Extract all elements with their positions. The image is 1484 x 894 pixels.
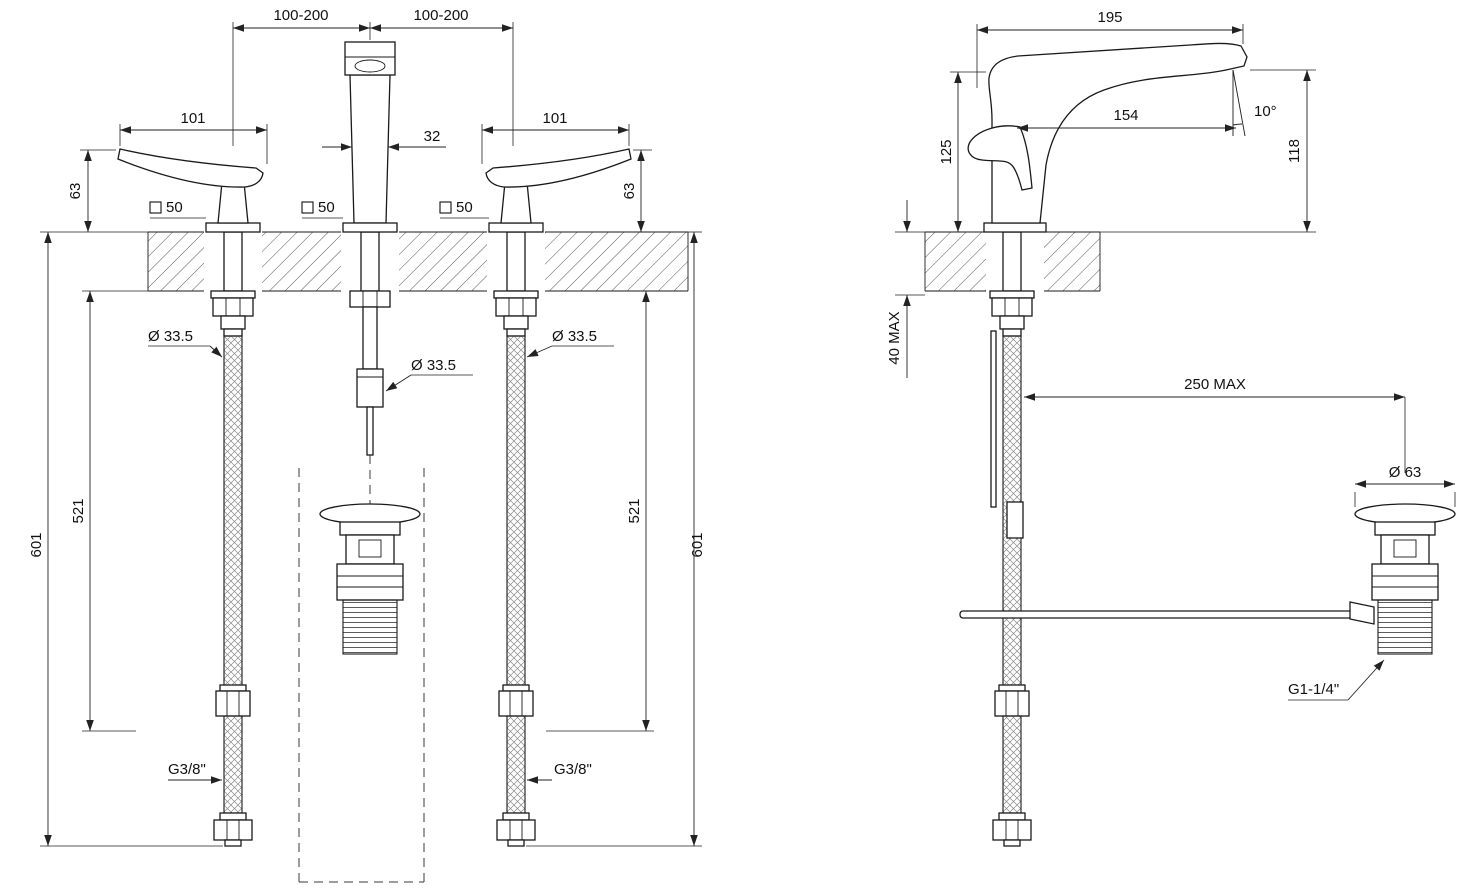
front-view: 100-200 100-200 101 101 32 63 63 50 <box>28 7 706 883</box>
dim-spacing-left: 100-200 <box>273 7 328 24</box>
dim-rod-reach: 250 MAX <box>1184 376 1246 393</box>
dim-spout-reach: 195 <box>1097 9 1122 26</box>
dim-shank-dia-right: Ø 33.5 <box>552 328 597 345</box>
dim-hose-length-left: 521 <box>70 498 87 523</box>
dim-hose-thread-left: G3/8" <box>168 761 206 778</box>
dim-handle-width-right: 101 <box>542 110 567 127</box>
popup-waste-side <box>1354 503 1456 655</box>
square-symbol <box>149 201 162 214</box>
faucet-side <box>967 42 1248 233</box>
dim-hose-thread-right: G3/8" <box>554 761 592 778</box>
dim-waste-thread: G1-1/4" <box>1288 681 1339 698</box>
popup-linkage-side <box>959 330 1375 625</box>
right-supply-hose <box>493 231 539 847</box>
dim-hose-length-right: 521 <box>626 498 643 523</box>
supply-hose-side <box>989 231 1035 847</box>
popup-waste-front <box>319 503 421 655</box>
dim-base-square-right: 50 <box>456 199 473 216</box>
dim-spacing-right: 100-200 <box>413 7 468 24</box>
dim-overall-left: 601 <box>28 532 45 557</box>
dimensions-front: 100-200 100-200 101 101 32 63 63 50 <box>28 7 706 847</box>
dim-deck-thickness: 40 MAX <box>886 311 903 364</box>
dim-waste-dia: Ø 63 <box>1389 464 1422 481</box>
dim-outlet-height: 118 <box>1286 139 1303 163</box>
handle-side <box>967 125 1033 191</box>
dim-base-square-left: 50 <box>166 199 183 216</box>
dim-outlet-projection: 154 <box>1113 107 1138 124</box>
dim-body-height: 125 <box>938 139 955 164</box>
dim-shank-dia-center: Ø 33.5 <box>411 357 456 374</box>
right-handle <box>485 148 632 233</box>
square-symbol <box>301 201 314 214</box>
dim-handle-height-right: 63 <box>621 183 638 200</box>
dim-outlet-angle: 10° <box>1254 103 1277 120</box>
left-supply-hose <box>210 231 256 847</box>
dim-spout-width: 32 <box>424 128 441 145</box>
side-view: 195 154 10° 125 118 40 MAX <box>886 9 1456 847</box>
dim-handle-width-left: 101 <box>180 110 205 127</box>
dim-base-square-center: 50 <box>318 199 335 216</box>
dim-handle-height-left: 63 <box>67 183 84 200</box>
spout-front <box>342 41 398 233</box>
dim-shank-dia-left: Ø 33.5 <box>148 328 193 345</box>
left-handle <box>117 148 264 233</box>
dim-overall-right: 601 <box>689 532 706 557</box>
dashed-clearance-outline <box>298 468 425 883</box>
square-symbol <box>439 201 452 214</box>
dimensions-side: 195 154 10° 125 118 40 MAX <box>886 9 1456 701</box>
